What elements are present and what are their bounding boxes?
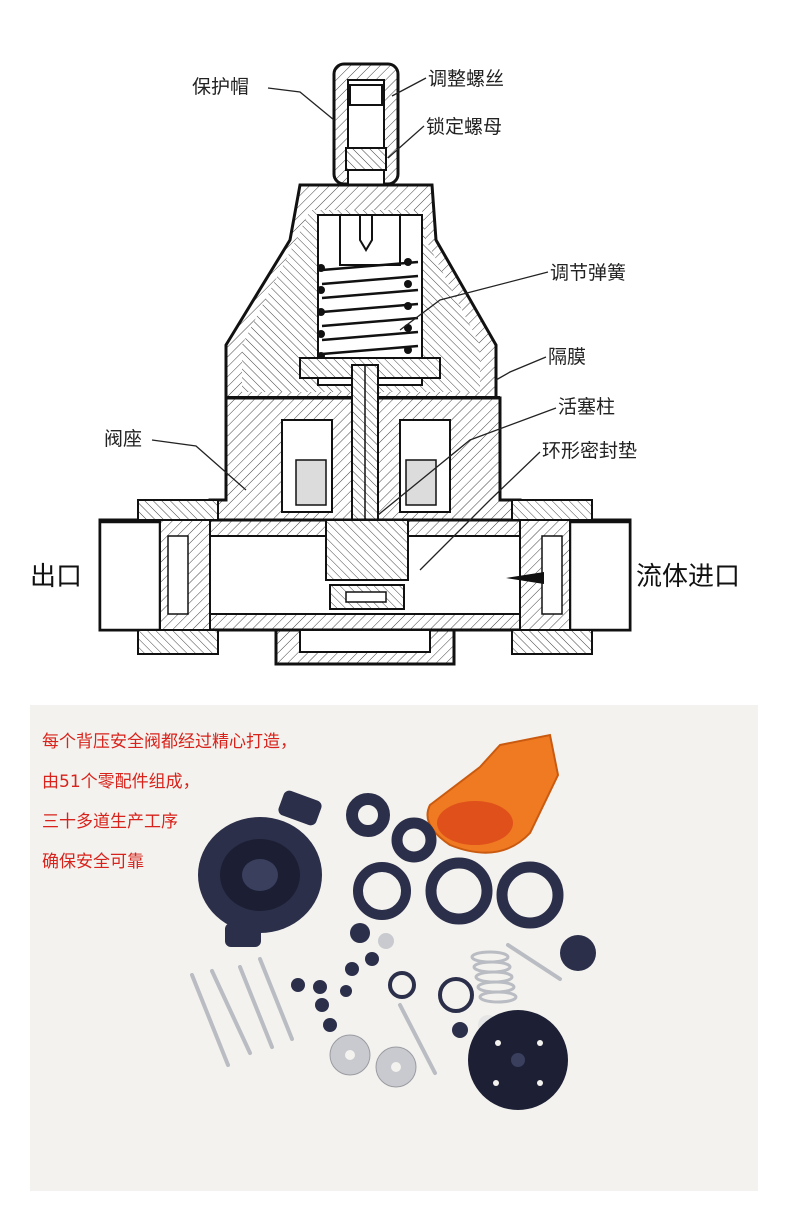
parts-photo: 每个背压安全阀都经过精心打造， 由51个零配件组成， 三十多道生产工序 确保安全… bbox=[30, 705, 758, 1191]
caption-line-2: 由51个零配件组成， bbox=[42, 772, 200, 792]
label-diaphragm: 隔膜 bbox=[548, 346, 587, 368]
small-parts-image bbox=[291, 923, 468, 1038]
valve-cross-section-drawing bbox=[98, 62, 632, 666]
adjusting-screw-shape bbox=[349, 84, 383, 106]
label-adjusting-spring: 调节弹簧 bbox=[550, 262, 627, 284]
valve-cross-section-diagram: 保护帽 调整螺丝 锁定螺母 调节弹簧 隔膜 活塞柱 环形密封垫 阀座 出口 流体… bbox=[30, 62, 741, 666]
caption-line-4: 确保安全可靠 bbox=[42, 852, 144, 872]
label-ring-gasket: 环形密封垫 bbox=[542, 440, 638, 462]
parts-illustration bbox=[190, 733, 596, 1110]
label-adjusting-screw: 调整螺丝 bbox=[428, 68, 505, 90]
lock-nut-shape bbox=[345, 147, 387, 171]
label-lock-nut: 锁定螺母 bbox=[426, 116, 503, 138]
caption-line-1: 每个背压安全阀都经过精心打造， bbox=[42, 732, 297, 752]
label-valve-seat: 阀座 bbox=[104, 428, 143, 450]
label-piston-rod: 活塞柱 bbox=[558, 396, 616, 418]
seal-rings-image bbox=[346, 793, 564, 1013]
caption-line-3: 三十多道生产工序 bbox=[42, 812, 178, 832]
spring-image bbox=[470, 950, 518, 1004]
diaphragm-image bbox=[468, 1010, 568, 1110]
label-fluid-inlet: 流体进口 bbox=[636, 562, 741, 592]
flow-arrow-icon bbox=[506, 572, 544, 584]
label-outlet: 出口 bbox=[30, 562, 83, 592]
valve-body-image bbox=[198, 790, 322, 947]
bolts-image bbox=[190, 943, 562, 1075]
adjusting-spring-shape bbox=[321, 260, 419, 356]
label-protective-cap: 保护帽 bbox=[192, 76, 250, 98]
